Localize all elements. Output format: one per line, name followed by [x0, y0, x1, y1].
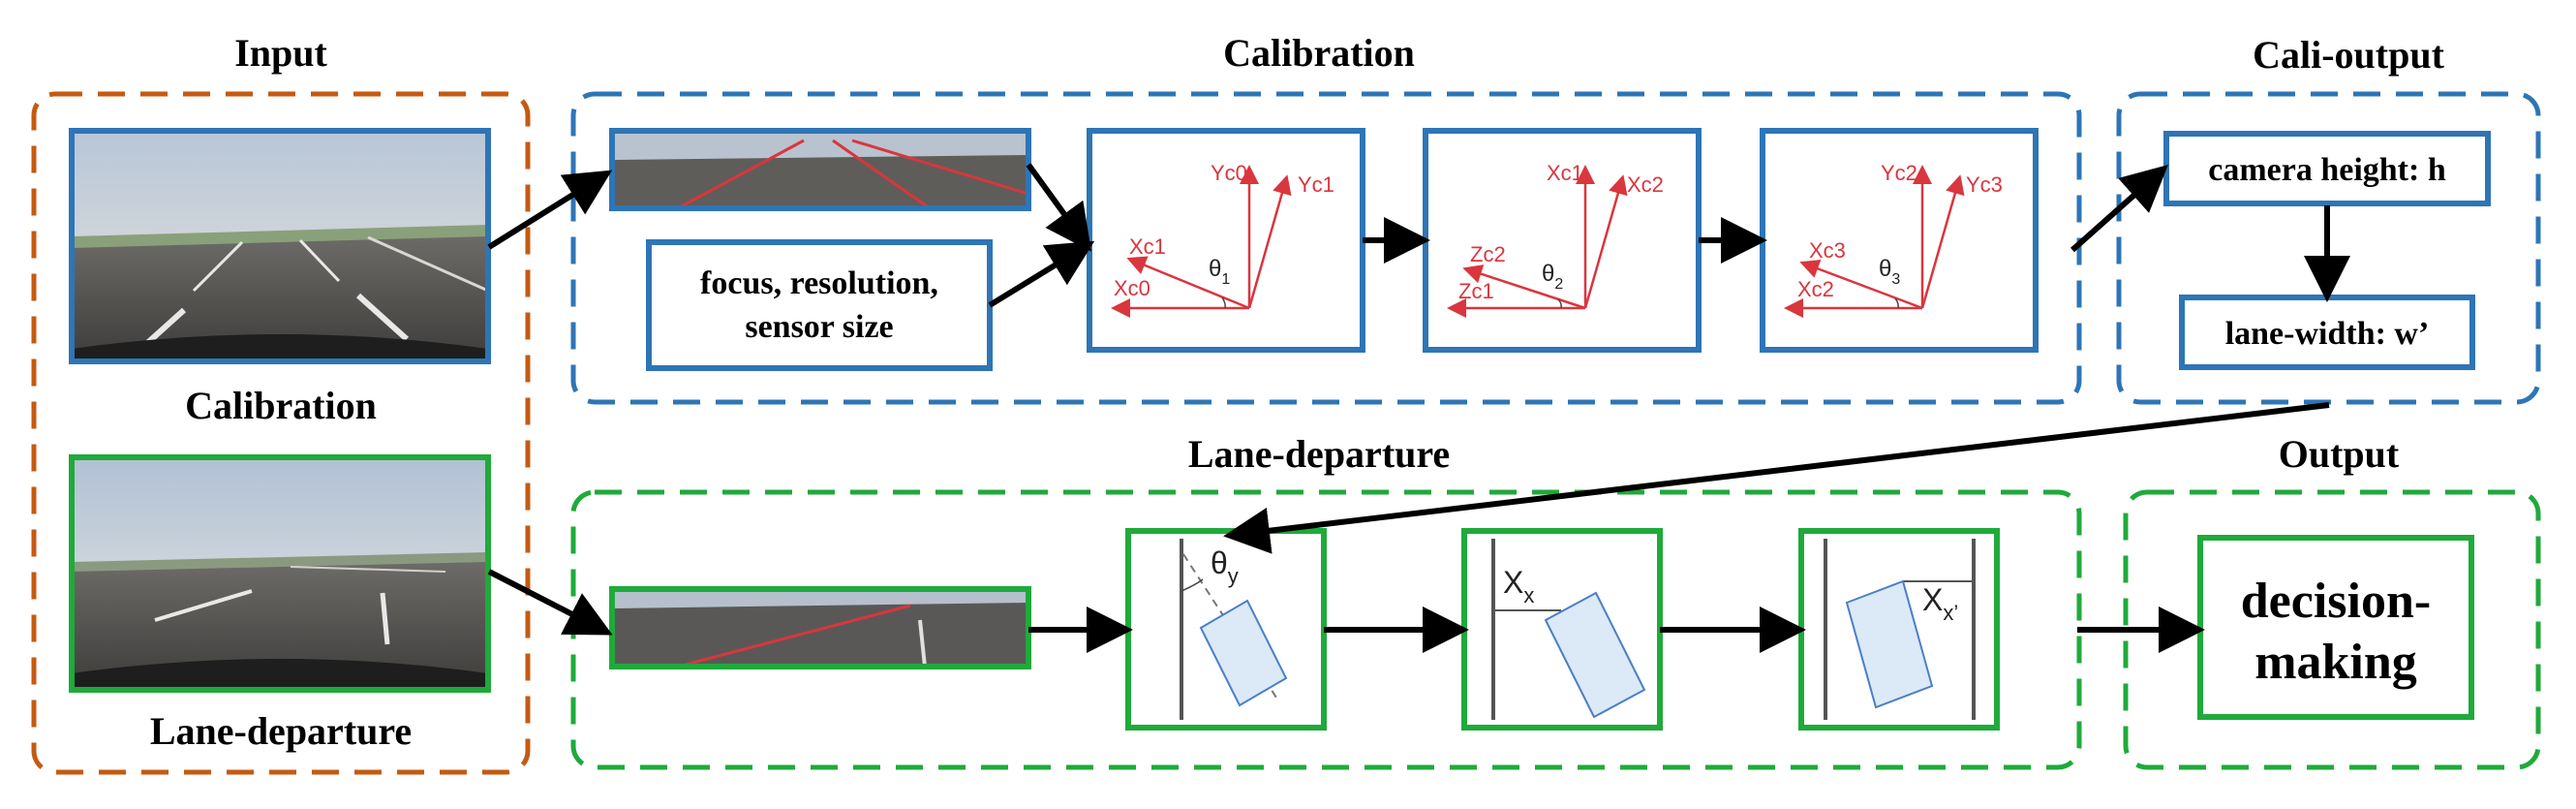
output-section-border — [2123, 489, 2541, 770]
input-section-title: Input — [234, 31, 327, 75]
yaw-angle-label: θy — [1211, 545, 1239, 588]
frame2-angle-label: θ2 — [1542, 261, 1563, 293]
lane-width-label: lane-width: w’ — [2225, 316, 2430, 352]
frame1-y-left-label: Yc0 — [1211, 161, 1247, 185]
calibration-frame-3: Yc2 Yc3 Xc3 Xc2 θ3 — [1760, 128, 2039, 353]
lane-departure-road-strip — [609, 586, 1031, 669]
frame2-y-right-label: Xc2 — [1627, 172, 1664, 197]
camera-height-label: camera height: h — [2208, 152, 2446, 188]
frame1-angle-label: θ1 — [1209, 256, 1230, 288]
arrow-calib-to-cali-output — [2070, 165, 2168, 253]
arrow-input-to-calib-strip — [487, 170, 613, 250]
frame3-y-left-label: Yc2 — [1881, 161, 1917, 185]
frame1-y-right-label: Yc1 — [1298, 172, 1334, 197]
calibration-section-border — [570, 91, 2082, 405]
frame1-x-bottom-label: Xc0 — [1114, 276, 1150, 300]
lane-departure-section-title: Lane-departure — [1188, 432, 1450, 476]
camera-height-box: camera height: h — [2163, 131, 2491, 206]
camera-params-line1: focus, resolution, — [700, 265, 938, 301]
lateral-offset-prime-label: Xx’ — [1922, 582, 1958, 625]
calibration-input-image — [69, 128, 491, 364]
frame3-y-right-label: Yc3 — [1966, 172, 2003, 197]
frame1-x-top-label: Xc1 — [1129, 234, 1166, 259]
frame3-x-bottom-label: Xc2 — [1797, 277, 1834, 301]
calibration-road-strip — [609, 128, 1031, 211]
lateral-offset-label: Xx — [1503, 565, 1534, 607]
arrow-params-to-frame1 — [988, 240, 1095, 308]
flow-arrows — [487, 163, 2350, 653]
decision-making-box: decision- making — [2197, 535, 2474, 720]
yaw-angle-frame: θy — [1125, 528, 1327, 731]
camera-params-line2: sensor size — [745, 309, 893, 345]
arrow-input-to-lane-strip — [487, 569, 613, 636]
input-section-border — [31, 91, 531, 775]
lateral-offset-transformed-frame: Xx’ — [1798, 528, 2000, 731]
arrow-lane-width-to-yaw — [1223, 402, 2330, 554]
calibration-section-title: Calibration — [1223, 31, 1415, 75]
lane-departure-input-image — [69, 454, 491, 693]
calibration-frame-2: Xc1 Xc2 Zc2 Zc1 θ2 — [1423, 128, 1702, 353]
calibration-input-label: Calibration — [185, 384, 377, 427]
arrow-strip-to-frame1 — [1026, 163, 1092, 252]
frame2-x-top-label: Zc2 — [1470, 242, 1506, 266]
frame3-x-top-label: Xc3 — [1809, 238, 1846, 263]
frame3-angle-label: θ3 — [1879, 256, 1900, 288]
lane-departure-input-label: Lane-departure — [150, 709, 412, 753]
cali-output-section-border — [2116, 91, 2541, 405]
camera-params-box: focus, resolution, sensor size — [646, 239, 993, 371]
decision-making-line2: making — [2254, 635, 2417, 690]
decision-making-line1: decision- — [2241, 574, 2431, 629]
frame2-x-bottom-label: Zc1 — [1458, 279, 1494, 303]
frame2-y-left-label: Xc1 — [1547, 161, 1583, 185]
cali-output-section-title: Cali-output — [2253, 33, 2444, 77]
calibration-frame-1: Yc0 Yc1 Xc1 Xc0 θ1 — [1087, 128, 1365, 353]
lateral-offset-frame: Xx — [1461, 528, 1663, 731]
lane-width-box: lane-width: w’ — [2179, 295, 2475, 370]
output-section-title: Output — [2279, 432, 2400, 476]
